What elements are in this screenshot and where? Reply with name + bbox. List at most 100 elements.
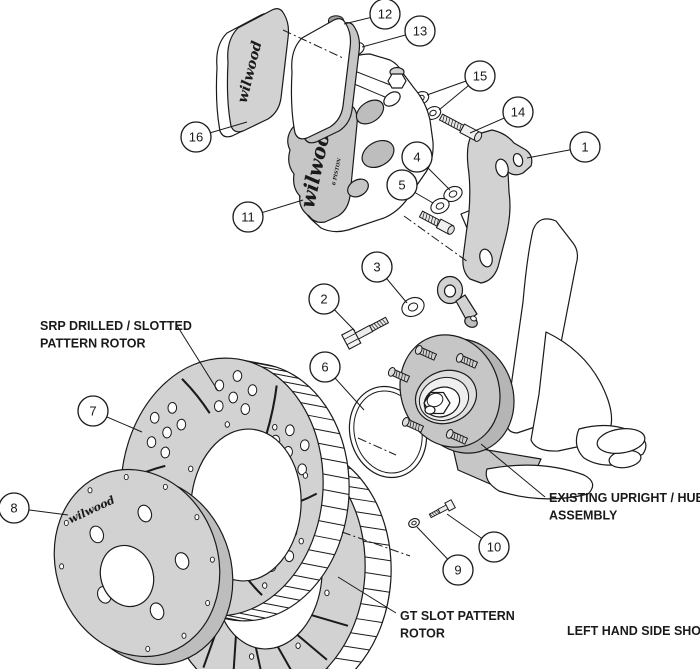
vane-line <box>360 603 387 609</box>
drill-hole <box>299 439 310 452</box>
link-ring-hole <box>443 284 457 298</box>
callout-circle-16 <box>180 121 212 153</box>
bolt-14 <box>438 113 483 142</box>
centerline-bracket <box>403 215 469 263</box>
bolt-14-end <box>473 131 483 142</box>
link-boss-top <box>470 315 477 322</box>
bolt-2-thread <box>373 323 379 329</box>
bolt-2 <box>341 316 390 350</box>
callout-number-7: 7 <box>89 404 96 419</box>
washer-4-hole <box>448 190 458 198</box>
hat-rim-hole <box>123 474 129 481</box>
caliper-window-2 <box>361 139 395 169</box>
washer-3 <box>401 296 425 318</box>
stud-thread <box>412 421 415 429</box>
bolt-14-thread <box>456 122 459 130</box>
drill-hole <box>146 436 157 449</box>
pad-outer-friction <box>290 18 352 140</box>
vane-line <box>313 428 340 435</box>
hat-stud-hole <box>89 525 105 544</box>
mount-hole <box>298 537 304 545</box>
drill-hole <box>214 379 225 392</box>
callout-number-4: 4 <box>413 150 420 165</box>
vane-line <box>282 381 310 388</box>
stud-thread <box>466 357 469 365</box>
hat-center-bore <box>99 544 155 608</box>
drill-hole <box>162 426 172 439</box>
bolt-14-thread <box>459 123 462 131</box>
rotor-slot <box>232 635 237 669</box>
callout-number-16: 16 <box>189 130 203 145</box>
label-leader-srp-rotor <box>175 323 219 392</box>
wheel-studs <box>387 344 479 445</box>
callout-number-11: 11 <box>241 210 255 225</box>
bolt-10 <box>428 499 456 519</box>
bolt-bracket-lower-thread <box>436 219 439 227</box>
vane-line <box>273 594 301 601</box>
hat-stud-hole <box>137 504 153 523</box>
bolt-bracket-lower-thread <box>433 217 436 225</box>
stud-thread <box>398 371 401 379</box>
stud-thread <box>456 433 459 441</box>
callout-number-12: 12 <box>378 7 392 22</box>
drill-hole <box>213 400 224 412</box>
hat-stud-hole <box>174 552 190 570</box>
stud-thread <box>430 352 433 359</box>
bolt-10-thread <box>429 513 433 518</box>
bolt-10-thread <box>435 510 440 514</box>
bolt-bracket-lower-end <box>447 225 455 235</box>
stud-end <box>445 428 454 439</box>
vane-line <box>321 457 348 464</box>
caliper-bracket <box>462 129 533 284</box>
vane-line <box>300 402 327 409</box>
diagram-label-upright-hub: EXISTING UPRIGHT / HUB <box>549 491 700 505</box>
stud-thread <box>459 435 461 442</box>
vane-line <box>318 442 345 449</box>
washer-15b-hole <box>429 109 437 117</box>
vane-line <box>322 473 350 480</box>
wheel-stud <box>401 416 425 433</box>
diagram-label-side-note: LEFT HAND SIDE SHOWN <box>567 624 700 638</box>
vane-line <box>301 562 328 569</box>
washer-9-hole <box>411 520 417 526</box>
bolt-14-thread <box>445 116 448 124</box>
vane-line <box>360 525 387 531</box>
callout-number-10: 10 <box>487 540 501 555</box>
bolt-bracket-lower-thread <box>427 214 431 222</box>
stud-thread <box>395 370 398 378</box>
balljoint-boot-upper <box>596 428 646 454</box>
hat-rim-hole <box>194 514 200 521</box>
washer-9 <box>408 517 420 529</box>
hub-assembly <box>387 334 515 454</box>
callout-circle-2 <box>308 283 340 315</box>
callout-circle-11 <box>232 201 264 233</box>
caliper-piston-boss <box>383 91 401 107</box>
vane-line <box>249 361 277 368</box>
bolt-10-thread <box>431 512 436 516</box>
stud-thread <box>453 432 456 440</box>
stud-thread <box>471 360 474 367</box>
vane-line <box>364 572 392 578</box>
vane-line <box>355 511 382 517</box>
assembly-centerlines <box>282 29 469 557</box>
bolt-2-head-line <box>343 332 356 340</box>
bolt-2-thread <box>376 321 382 327</box>
vane-line <box>227 614 254 621</box>
callout-circle-12 <box>369 0 401 30</box>
vane-line <box>292 390 319 397</box>
diagram-label-srp-rotor: SRP DRILLED / SLOTTED <box>40 319 192 333</box>
mount-hole <box>224 421 230 428</box>
callout-circle-9 <box>442 554 474 586</box>
callout-number-13: 13 <box>413 24 427 39</box>
hat-rim-hole <box>162 483 168 490</box>
bolt-2-thread <box>379 320 384 326</box>
stud-thread <box>415 423 417 430</box>
bolt-10-threads <box>428 508 441 519</box>
callout-number-15: 15 <box>473 69 487 84</box>
hat-rim-hole <box>209 556 215 563</box>
stud-end <box>414 344 423 355</box>
label-leader-gt-rotor <box>337 576 397 614</box>
drill-hole <box>149 411 160 424</box>
